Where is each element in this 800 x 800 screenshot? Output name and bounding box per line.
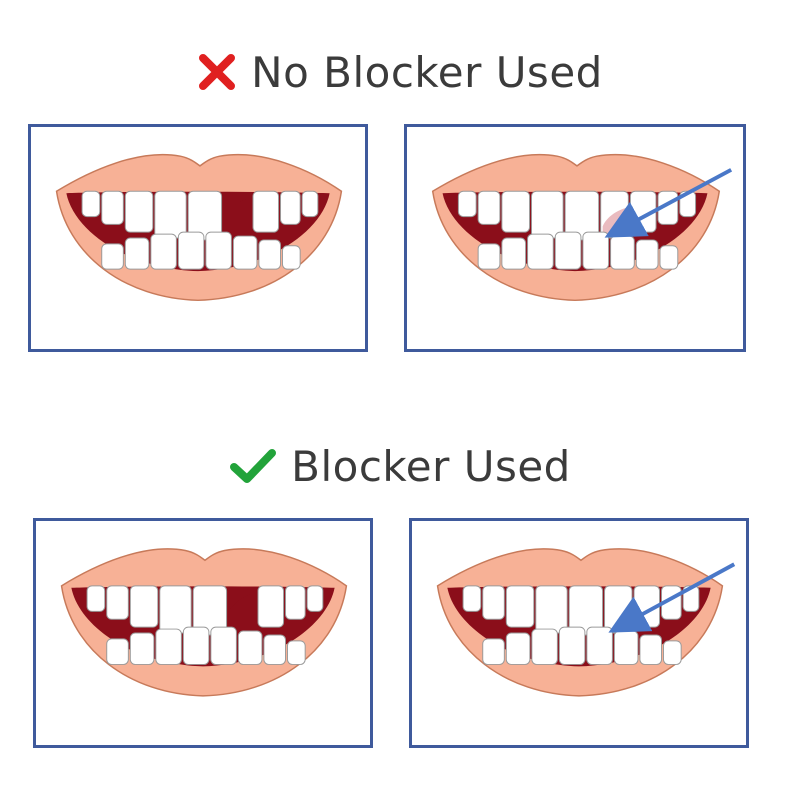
lower-tooth xyxy=(635,239,659,270)
lower-tooth xyxy=(586,626,613,665)
lower-tooth xyxy=(124,237,150,270)
upper-tooth xyxy=(257,585,285,628)
heading-no-blocker: No Blocker Used xyxy=(0,42,800,102)
upper-tooth xyxy=(154,190,187,239)
upper-tooth xyxy=(159,585,192,634)
upper-tooth xyxy=(457,190,477,218)
lower-tooth xyxy=(232,235,258,270)
upper-tooth xyxy=(301,190,319,218)
upper-tooth xyxy=(306,585,324,612)
upper-tooth xyxy=(285,585,306,620)
upper-tooth xyxy=(482,585,505,620)
lower-tooth xyxy=(662,640,682,665)
upper-tooth xyxy=(187,190,223,241)
lower-tooth xyxy=(263,634,287,665)
lower-tooth xyxy=(527,233,554,270)
lower-tooth xyxy=(286,640,306,665)
upper-tooth xyxy=(106,585,129,620)
upper-tooth xyxy=(568,585,604,636)
pointer-arrow xyxy=(604,168,733,238)
lower-tooth xyxy=(558,626,586,665)
lower-tooth xyxy=(505,632,531,665)
lower-tooth xyxy=(258,239,282,270)
panel-blocker-result xyxy=(409,518,749,748)
lower-tooth xyxy=(501,237,527,270)
lower-tooth xyxy=(482,638,505,665)
lower-tooth xyxy=(155,628,182,665)
heading-text: No Blocker Used xyxy=(251,47,603,97)
lower-tooth xyxy=(659,245,679,270)
upper-tooth xyxy=(604,585,633,634)
upper-tooth xyxy=(531,190,564,239)
heading-blocker-used: Blocker Used xyxy=(0,436,800,496)
gap-dark xyxy=(228,592,260,633)
upper-tooth xyxy=(124,190,154,233)
lower-tooth xyxy=(237,630,263,665)
lower-tooth xyxy=(177,231,205,270)
upper-tooth xyxy=(462,585,482,612)
upper-tooth xyxy=(477,190,501,225)
panel-no-blocker-missing-tooth xyxy=(28,124,368,352)
lower-tooth xyxy=(477,243,501,270)
pointer-arrow xyxy=(608,562,736,633)
lower-tooth xyxy=(531,628,558,665)
lower-tooth xyxy=(613,630,639,665)
lower-tooth xyxy=(639,634,663,665)
upper-tooth xyxy=(86,585,106,612)
lower-tooth xyxy=(210,626,237,665)
lower-tooth xyxy=(106,638,129,665)
lower-tooth xyxy=(281,245,301,270)
upper-tooth xyxy=(535,585,568,634)
upper-tooth xyxy=(129,585,159,628)
check-icon xyxy=(229,446,277,486)
upper-tooth xyxy=(280,190,301,225)
lower-tooth xyxy=(205,231,232,270)
upper-tooth xyxy=(501,190,531,233)
panel-blocker-missing-tooth xyxy=(33,518,373,748)
lower-tooth xyxy=(150,233,177,270)
lower-tooth xyxy=(554,231,582,270)
lower-tooth xyxy=(101,243,124,270)
upper-tooth xyxy=(81,190,101,218)
upper-tooth xyxy=(564,190,600,241)
upper-tooth xyxy=(192,585,228,636)
heading-text: Blocker Used xyxy=(291,441,571,491)
lower-tooth xyxy=(182,626,210,665)
lower-tooth xyxy=(582,231,610,270)
cross-icon xyxy=(197,52,237,92)
lower-tooth xyxy=(129,632,155,665)
upper-tooth xyxy=(505,585,535,628)
gap-dark xyxy=(223,197,255,238)
upper-tooth xyxy=(101,190,124,225)
panel-no-blocker-result xyxy=(404,124,746,352)
upper-tooth xyxy=(252,190,280,233)
lower-tooth xyxy=(610,235,635,270)
